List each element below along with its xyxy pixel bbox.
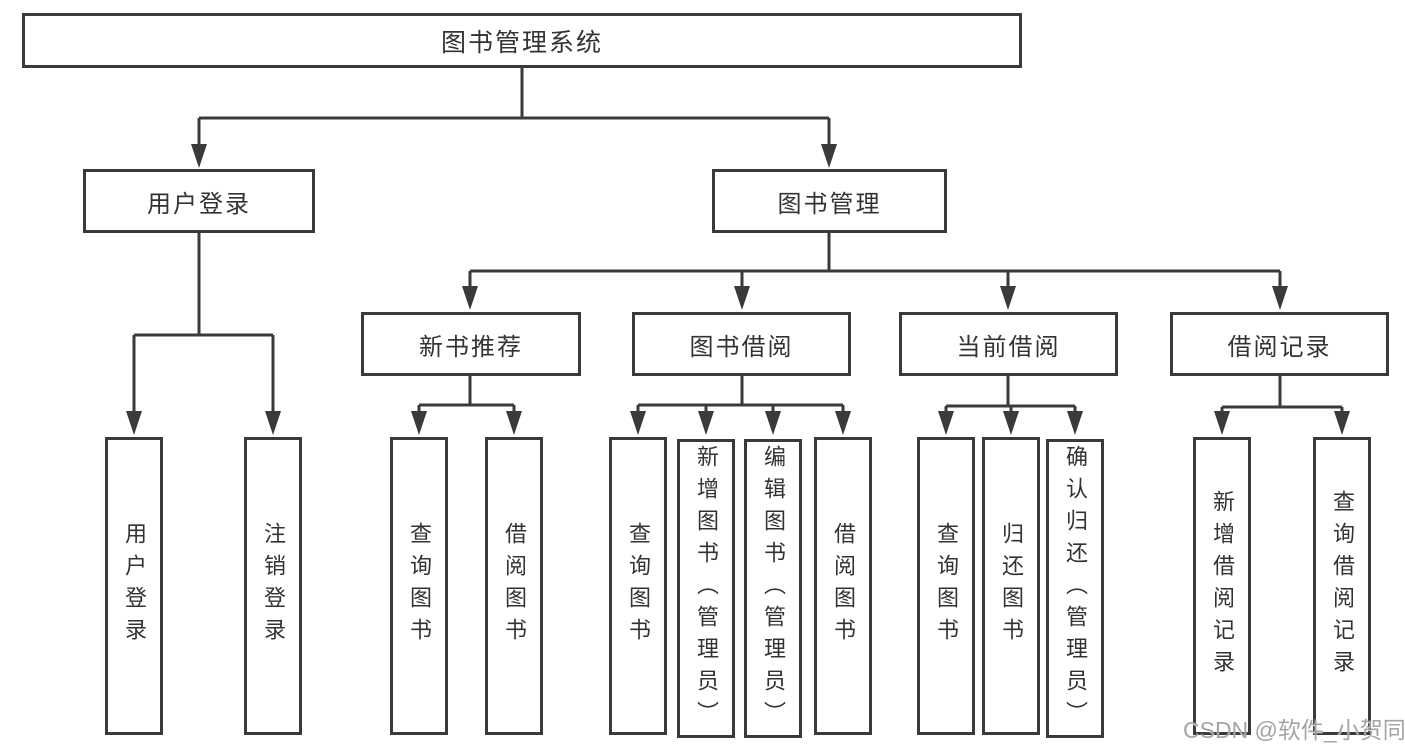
- leaf-recommend-query-books-label: 查询图书: [407, 522, 432, 650]
- node-book-management-label: 图书管理: [777, 190, 882, 218]
- leaf-user-login: 用户登录: [105, 437, 163, 735]
- node-book-borrowing-label: 图书借阅: [689, 333, 794, 361]
- leaf-recommend-borrow-books-label: 借阅图书: [502, 522, 527, 650]
- leaf-logout-label: 注销登录: [261, 522, 286, 650]
- leaf-borrow-borrow-books-label: 借阅图书: [831, 522, 856, 650]
- node-book-borrowing: 图书借阅: [632, 312, 851, 376]
- node-new-book-recommend: 新书推荐: [361, 312, 581, 376]
- leaf-records-query-record-label: 查询借阅记录: [1330, 490, 1355, 682]
- leaf-user-login-label: 用户登录: [122, 522, 147, 650]
- leaf-records-query-record: 查询借阅记录: [1313, 437, 1371, 735]
- leaf-current-query-books: 查询图书: [917, 437, 975, 735]
- leaf-current-return-books-label: 归还图书: [999, 522, 1024, 650]
- leaf-current-return-books: 归还图书: [982, 437, 1040, 735]
- leaf-borrow-add-books-admin: 新增图书（管理员）: [677, 439, 735, 738]
- watermark-text: CSDN @软件_小贺同学: [1183, 717, 1405, 743]
- leaf-borrow-borrow-books: 借阅图书: [814, 437, 872, 735]
- leaf-borrow-add-books-admin-label: 新增图书（管理员）: [694, 444, 719, 733]
- node-user-login: 用户登录: [83, 169, 315, 233]
- leaf-borrow-edit-books-admin: 编辑图书（管理员）: [744, 439, 802, 738]
- leaf-records-add-record: 新增借阅记录: [1193, 437, 1251, 735]
- leaf-records-add-record-label: 新增借阅记录: [1210, 490, 1235, 682]
- leaf-current-query-books-label: 查询图书: [934, 522, 959, 650]
- node-new-book-recommend-label: 新书推荐: [419, 333, 523, 361]
- leaf-recommend-query-books: 查询图书: [390, 437, 448, 735]
- leaf-current-confirm-return-admin: 确认归还（管理员）: [1046, 439, 1104, 738]
- leaf-borrow-query-books: 查询图书: [609, 437, 667, 735]
- node-current-borrowing-label: 当前借阅: [956, 333, 1061, 361]
- node-library-system: 图书管理系统: [22, 13, 1022, 68]
- node-borrowing-records-label: 借阅记录: [1227, 333, 1332, 361]
- leaf-recommend-borrow-books: 借阅图书: [485, 437, 543, 735]
- leaf-logout: 注销登录: [244, 437, 302, 735]
- leaf-borrow-query-books-label: 查询图书: [626, 522, 651, 650]
- node-book-management: 图书管理: [712, 169, 947, 233]
- node-user-login-label: 用户登录: [147, 190, 251, 218]
- node-current-borrowing: 当前借阅: [899, 312, 1118, 376]
- leaf-borrow-edit-books-admin-label: 编辑图书（管理员）: [761, 444, 786, 733]
- node-library-system-label: 图书管理系统: [440, 28, 603, 57]
- node-borrowing-records: 借阅记录: [1170, 312, 1389, 376]
- leaf-current-confirm-return-admin-label: 确认归还（管理员）: [1063, 444, 1088, 733]
